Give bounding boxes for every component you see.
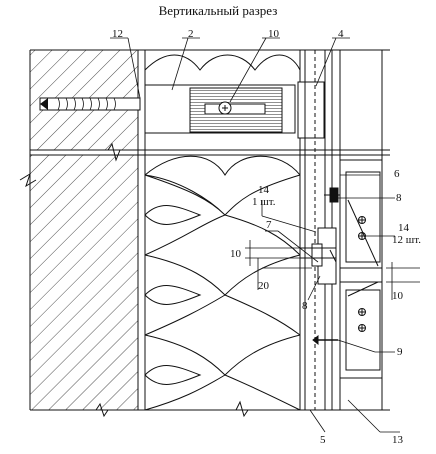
callout-14-qty-12: 14 bbox=[398, 222, 409, 234]
callout-12: 12 bbox=[112, 28, 123, 40]
bracket-assembly bbox=[144, 81, 325, 139]
callout-10-right: 10 bbox=[392, 290, 403, 302]
callout-14-qty-1: 14 bbox=[258, 184, 269, 196]
callout-13: 13 bbox=[392, 434, 403, 446]
callout-20: 20 bbox=[258, 280, 269, 292]
insulation-layer bbox=[144, 50, 301, 411]
callout-10-top: 10 bbox=[268, 28, 279, 40]
dimension-lines bbox=[245, 240, 420, 300]
callout-14-qty-12-text: 12 шт. bbox=[392, 234, 421, 246]
callout-5: 5 bbox=[320, 434, 326, 446]
facade-profiles bbox=[304, 50, 383, 410]
callout-6: 6 bbox=[394, 168, 400, 180]
callout-4: 4 bbox=[338, 28, 344, 40]
leader-lines bbox=[110, 37, 400, 433]
anchor-dowel bbox=[39, 97, 141, 111]
callout-2: 2 bbox=[188, 28, 194, 40]
callout-14-qty-1-text: 1 шт. bbox=[252, 196, 276, 208]
callout-8-upper: 8 bbox=[396, 192, 402, 204]
callout-9: 9 bbox=[397, 346, 403, 358]
callout-8-lower: 8 bbox=[302, 300, 308, 312]
callout-10-left: 10 bbox=[230, 248, 241, 260]
drawing-title: Вертикальный разрез bbox=[158, 3, 278, 18]
callout-7: 7 bbox=[266, 219, 272, 231]
